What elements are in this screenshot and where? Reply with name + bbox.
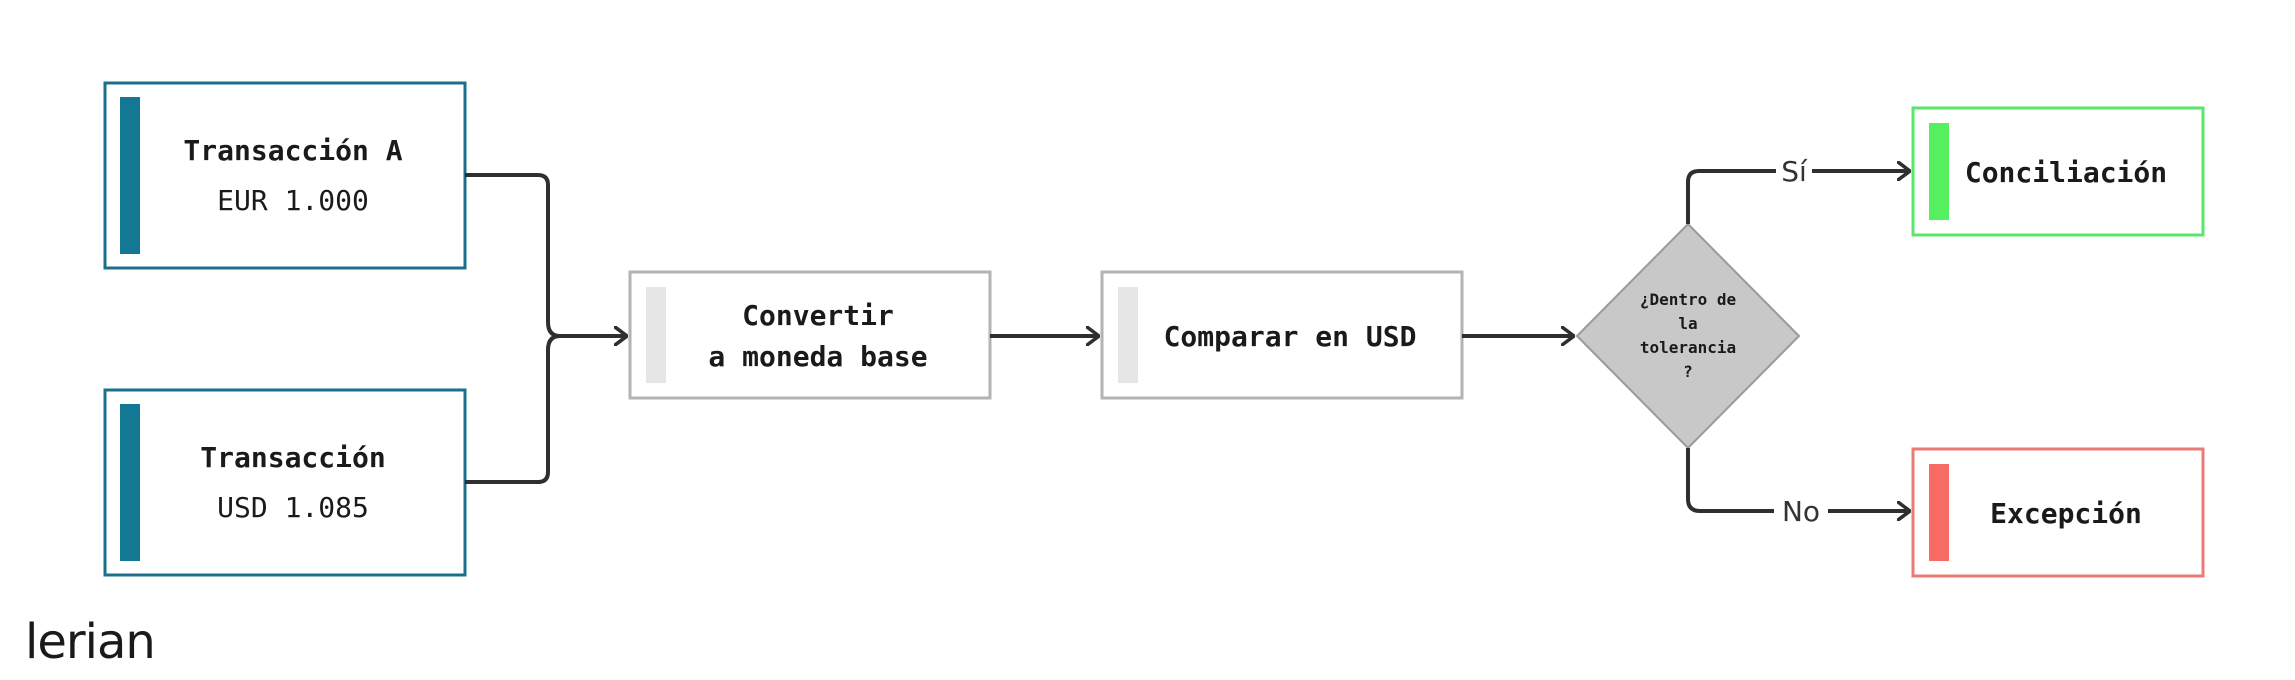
decision-label-line1: ¿Dentro de bbox=[1640, 290, 1736, 309]
reconciliation-node: Conciliación bbox=[1911, 106, 2205, 237]
compare-accent-bar bbox=[1118, 287, 1138, 383]
transaction-a-node: Transacción A EUR 1.000 bbox=[103, 81, 467, 270]
tolerance-decision-node: ¿Dentro de la tolerancia ? bbox=[1575, 222, 1801, 450]
convert-box bbox=[628, 270, 992, 400]
decision-label-line2: la bbox=[1678, 314, 1697, 333]
decision-label-line3: tolerancia bbox=[1640, 338, 1736, 357]
compare-node: Comparar en USD bbox=[1100, 270, 1464, 400]
reconciliation-accent-bar bbox=[1929, 123, 1949, 220]
exception-label: Excepción bbox=[1990, 497, 2142, 530]
transaction-b-node: Transacción USD 1.085 bbox=[103, 388, 467, 577]
connector-decision-to-reconciliation-start bbox=[1686, 169, 1776, 224]
convert-label-line1: Convertir bbox=[742, 299, 894, 332]
compare-label: Comparar en USD bbox=[1164, 320, 1417, 353]
convert-accent-bar bbox=[646, 287, 666, 383]
decision-diamond bbox=[1575, 222, 1801, 450]
reconciliation-label: Conciliación bbox=[1965, 156, 2167, 189]
transaction-a-title: Transacción A bbox=[183, 134, 402, 167]
exception-box bbox=[1911, 447, 2205, 578]
transaction-a-accent-bar bbox=[120, 97, 140, 254]
decision-label-line4: ? bbox=[1683, 362, 1693, 381]
reconciliation-box bbox=[1911, 106, 2205, 237]
transaction-b-box bbox=[103, 388, 467, 577]
transaction-b-accent-bar bbox=[120, 404, 140, 561]
compare-box bbox=[1100, 270, 1464, 400]
transaction-a-amount: EUR 1.000 bbox=[217, 184, 369, 217]
yes-branch-label: Sí bbox=[1781, 155, 1808, 188]
no-branch-label: No bbox=[1782, 495, 1820, 528]
connector-transaction-b-to-convert bbox=[465, 336, 627, 484]
exception-accent-bar bbox=[1929, 464, 1949, 561]
transaction-b-title: Transacción bbox=[200, 441, 385, 474]
convert-node: Convertir a moneda base bbox=[628, 270, 992, 400]
transaction-a-box bbox=[103, 81, 467, 270]
transaction-b-amount: USD 1.085 bbox=[217, 491, 369, 524]
lerian-logo: lerian bbox=[25, 614, 155, 670]
convert-label-line2: a moneda base bbox=[708, 340, 927, 373]
exception-node: Excepción bbox=[1911, 447, 2205, 578]
connector-decision-to-exception-start bbox=[1686, 448, 1774, 513]
connector-transaction-a-to-convert bbox=[465, 173, 627, 336]
